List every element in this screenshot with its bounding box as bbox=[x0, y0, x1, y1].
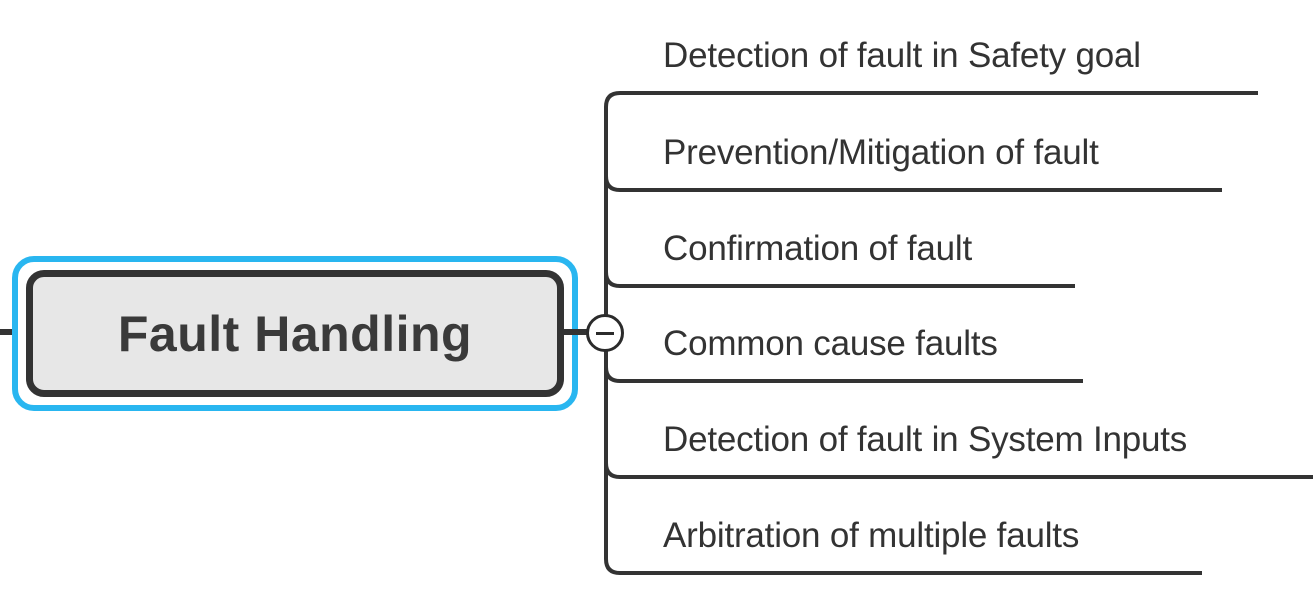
root-node-label: Fault Handling bbox=[117, 305, 473, 362]
branch-label[interactable]: Detection of fault in System Inputs bbox=[663, 420, 1188, 459]
branch-connector bbox=[604, 366, 1083, 383]
root-toggle-connector bbox=[560, 329, 588, 335]
branch-label[interactable]: Arbitration of multiple faults bbox=[663, 516, 1080, 555]
branch-connector bbox=[604, 175, 1222, 192]
branch-connector bbox=[604, 271, 1075, 288]
branch-label[interactable]: Common cause faults bbox=[663, 324, 998, 363]
branch-connector bbox=[604, 558, 1202, 575]
collapse-toggle-button[interactable] bbox=[586, 314, 624, 352]
branch-label[interactable]: Detection of fault in Safety goal bbox=[663, 36, 1141, 75]
branch-label[interactable]: Confirmation of fault bbox=[663, 229, 973, 268]
root-node[interactable]: Fault Handling bbox=[26, 270, 564, 397]
branch-connector bbox=[604, 91, 1258, 108]
branch-connector bbox=[604, 462, 1313, 479]
minus-icon bbox=[596, 332, 614, 335]
branch-label[interactable]: Prevention/Mitigation of fault bbox=[663, 133, 1099, 172]
